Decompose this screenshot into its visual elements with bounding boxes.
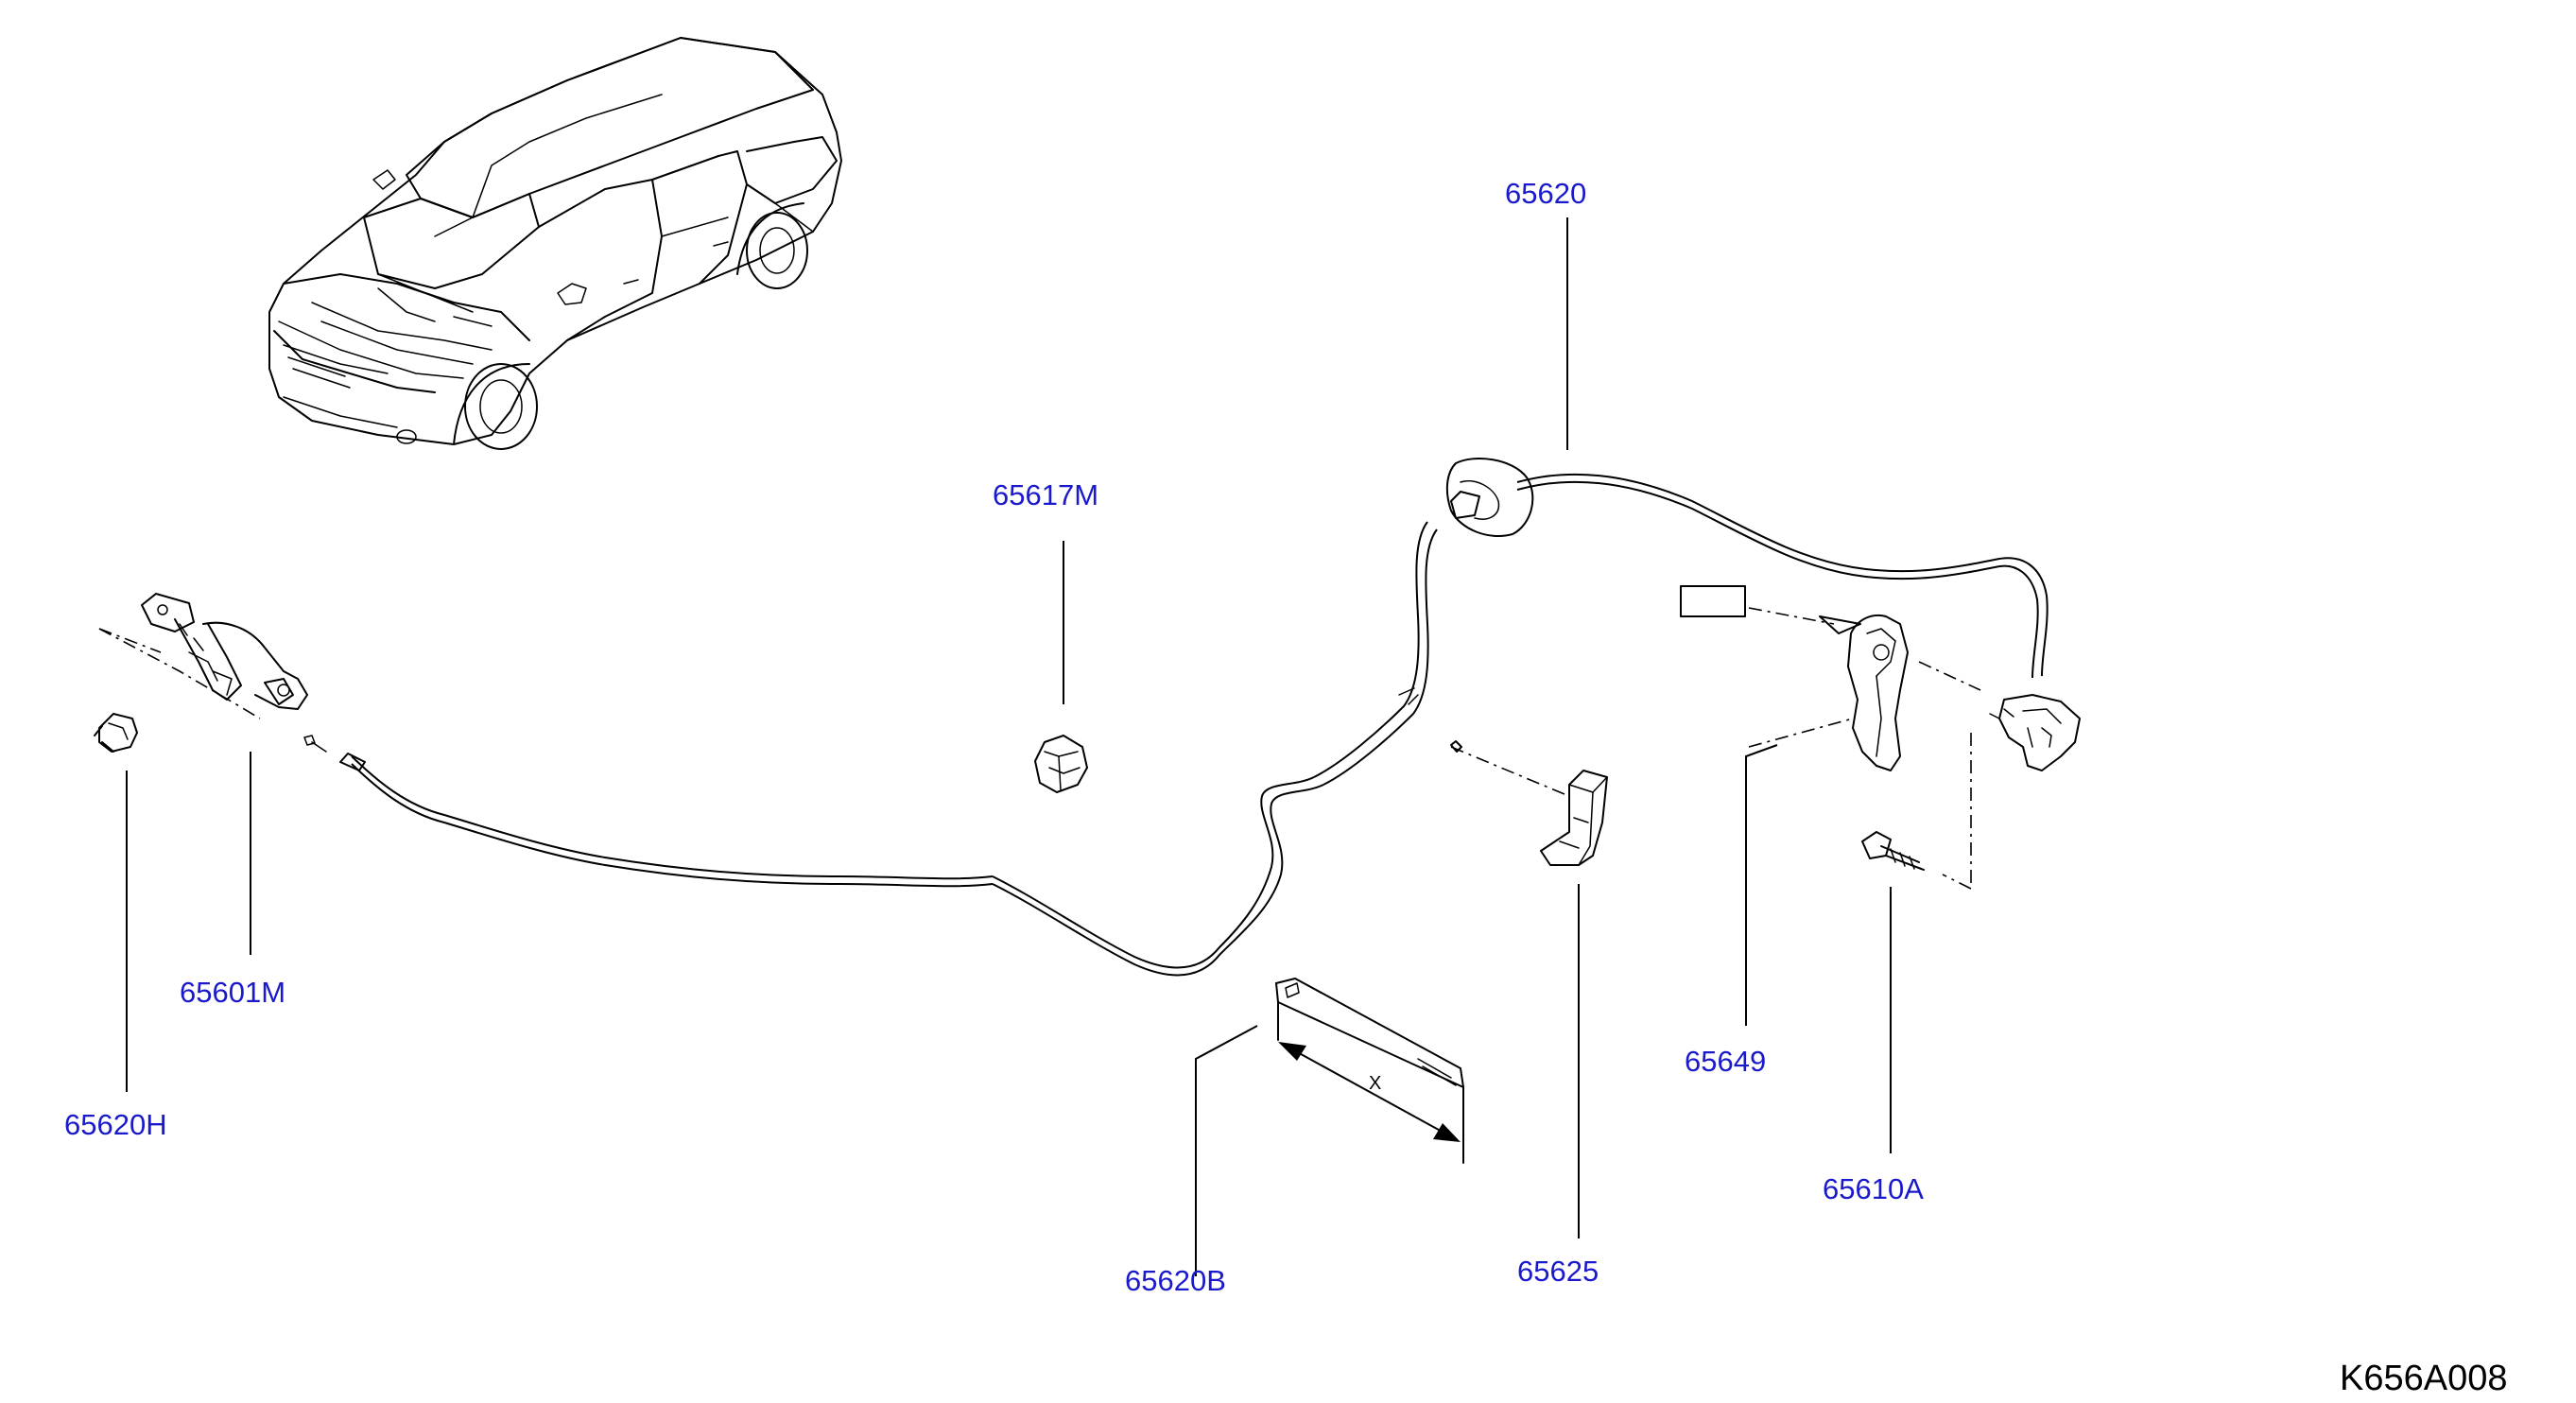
part-label-65620h: 65620H [64, 1108, 167, 1141]
hood-latch-unit [1942, 694, 2081, 890]
cable-bracket-65625 [1450, 740, 1608, 866]
insulator-strip-65620b: X [1275, 978, 1464, 1164]
hood-release-cable [303, 458, 2049, 977]
part-label-65610a: 65610A [1823, 1172, 1924, 1205]
part-label-65617m: 65617M [993, 478, 1098, 511]
part-label-65601m: 65601M [180, 976, 285, 1009]
part-label-65620: 65620 [1505, 177, 1586, 210]
hood-lock-handle-assembly [98, 593, 308, 719]
cable-clip-65617m [1034, 735, 1088, 793]
leader-lines [126, 217, 1892, 1276]
part-label-65620b: 65620B [1125, 1264, 1226, 1297]
diagram-code: K656A008 [2340, 1359, 2508, 1398]
hood-latch-bracket-65649 [1680, 585, 1981, 771]
cable-clip-65620h [94, 713, 138, 753]
bolt-65610a [1861, 831, 1925, 871]
dimension-x-label: X [1369, 1073, 1381, 1094]
vehicle-illustration [268, 37, 842, 450]
part-label-65649: 65649 [1685, 1045, 1766, 1078]
part-label-65625: 65625 [1517, 1255, 1599, 1288]
